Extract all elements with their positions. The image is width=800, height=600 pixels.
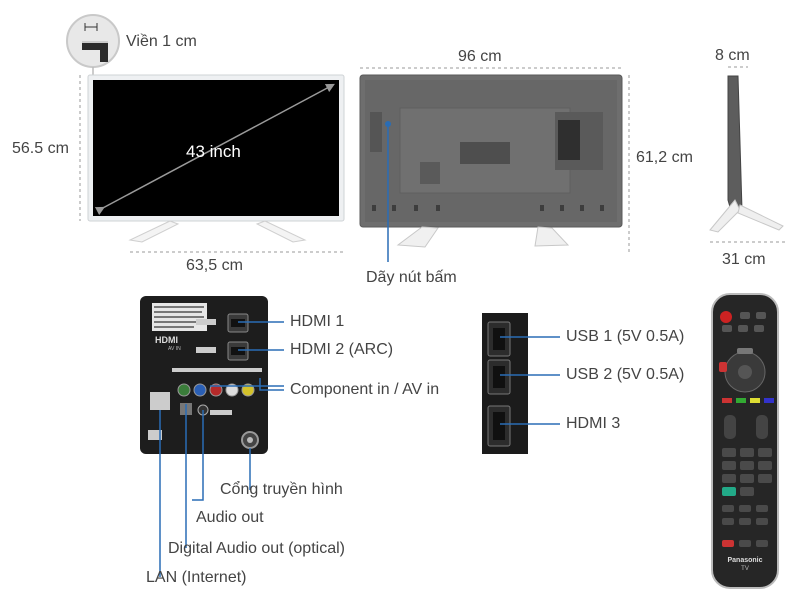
tv-back bbox=[359, 67, 630, 262]
front-width-label: 63,5 cm bbox=[186, 257, 243, 274]
stand-depth-label: 31 cm bbox=[722, 251, 766, 268]
digital-audio-label: Digital Audio out (optical) bbox=[168, 540, 345, 557]
side-depth-label: 8 cm bbox=[715, 47, 750, 64]
tv-side bbox=[709, 66, 786, 243]
svg-text:HDMI: HDMI bbox=[155, 335, 178, 345]
callout-lines bbox=[159, 321, 560, 577]
component-label: Component in / AV in bbox=[290, 381, 440, 398]
hdmi1-label: HDMI 1 bbox=[290, 313, 345, 330]
side-port-panel bbox=[482, 313, 528, 454]
remote-control bbox=[711, 293, 779, 589]
back-width-label: 96 cm bbox=[458, 48, 502, 65]
hdmi2-label: HDMI 2 (ARC) bbox=[290, 341, 394, 358]
front-height-label: 56.5 cm bbox=[12, 140, 69, 157]
rear-port-panel: HDMI AV IN bbox=[140, 296, 268, 454]
back-height-label: 61,2 cm bbox=[636, 149, 693, 166]
audio-out-label: Audio out bbox=[196, 509, 264, 526]
svg-text:AV IN: AV IN bbox=[168, 346, 181, 352]
lan-label: LAN (Internet) bbox=[146, 569, 247, 586]
antenna-label: Cổng truyền hình bbox=[220, 481, 343, 498]
bezel-detail-icon bbox=[66, 14, 120, 78]
bezel-label: Viền 1 cm bbox=[126, 33, 197, 50]
tv-front bbox=[79, 74, 345, 253]
remote-sub-label: TV bbox=[741, 566, 749, 572]
usb2-label: USB 2 (5V 0.5A) bbox=[566, 366, 685, 383]
hdmi3-label: HDMI 3 bbox=[566, 415, 621, 432]
remote-brand-label: Panasonic bbox=[727, 557, 763, 564]
screen-size-label: 43 inch bbox=[186, 142, 241, 161]
usb1-label: USB 1 (5V 0.5A) bbox=[566, 328, 685, 345]
button-strip-label: Dãy nút bấm bbox=[366, 269, 457, 286]
